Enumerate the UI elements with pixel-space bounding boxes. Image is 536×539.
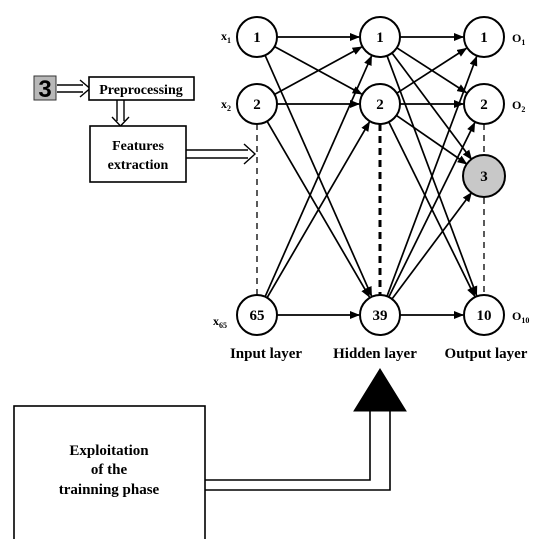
connection-hidden-2-to-output-2 (391, 191, 473, 300)
input-node-65: 65 (236, 294, 278, 336)
exploitation-label-line1: Exploitation (69, 443, 149, 459)
output-label-o10: O10 (512, 309, 529, 325)
input-node-65-label: 65 (250, 308, 265, 324)
output-node-3-label: 3 (480, 169, 488, 185)
hidden-layer-label: Hidden layer (333, 346, 417, 362)
output-node-1: 1 (463, 16, 505, 58)
input-node-1: 1 (236, 16, 278, 58)
output-layer-label: Output layer (445, 346, 528, 362)
input-node-1-label: 1 (253, 30, 261, 46)
connection-hidden-0-to-output-2 (391, 52, 473, 161)
digit-to-preprocessing-arrow (57, 79, 92, 98)
preprocessing-label: Preprocessing (99, 83, 182, 98)
digit-three: 3 (38, 76, 51, 103)
output-node-3-highlighted: 3 (462, 154, 506, 198)
input-node-2-label: 2 (253, 97, 261, 113)
features-label-line1: Features (112, 139, 164, 154)
input-label-x65: x65 (213, 314, 227, 330)
connection-hidden-1-to-output-0 (396, 47, 468, 94)
hidden-node-1: 1 (359, 16, 401, 58)
connection-hidden-2-to-output-0 (386, 55, 478, 297)
connection-input-1-to-hidden-0 (274, 46, 363, 96)
connection-input-2-to-hidden-0 (264, 55, 373, 298)
output-node-2-label: 2 (480, 97, 488, 113)
digit-image: 3 (33, 75, 57, 103)
output-node-2: 2 (463, 83, 505, 125)
output-label-o1: O1 (512, 31, 525, 47)
preprocessing-down-arrow (111, 100, 130, 128)
hidden-node-39: 39 (359, 294, 401, 336)
hidden-node-1-label: 1 (376, 30, 384, 46)
output-label-o2: O2 (512, 98, 525, 114)
features-extraction-box: Features extraction (89, 125, 187, 183)
exploitation-label-line2: of the (91, 462, 128, 478)
hidden-node-2: 2 (359, 83, 401, 125)
exploitation-to-hidden-arrow (205, 368, 407, 491)
exploitation-label-line3: trainning phase (59, 482, 160, 498)
features-label-line2: extraction (108, 158, 169, 173)
connection-hidden-1-to-output-2 (395, 114, 468, 165)
output-node-10: 10 (463, 294, 505, 336)
features-to-input-arrow (186, 143, 257, 165)
preprocessing-box: Preprocessing (88, 76, 195, 101)
exploitation-box: Exploitation of the trainning phase (13, 405, 206, 539)
exploitation-arrowhead (353, 368, 407, 412)
connection-input-2-to-hidden-1 (266, 121, 371, 299)
hidden-node-2-label: 2 (376, 97, 384, 113)
input-node-2: 2 (236, 83, 278, 125)
output-node-10-label: 10 (477, 308, 492, 324)
output-node-1-label: 1 (480, 30, 488, 46)
input-layer-label: Input layer (230, 346, 302, 362)
hidden-node-39-label: 39 (373, 308, 388, 324)
connections (264, 33, 478, 319)
connection-hidden-2-to-output-1 (388, 121, 476, 298)
input-label-x1: x1 (221, 29, 231, 45)
input-label-x2: x2 (221, 97, 231, 113)
